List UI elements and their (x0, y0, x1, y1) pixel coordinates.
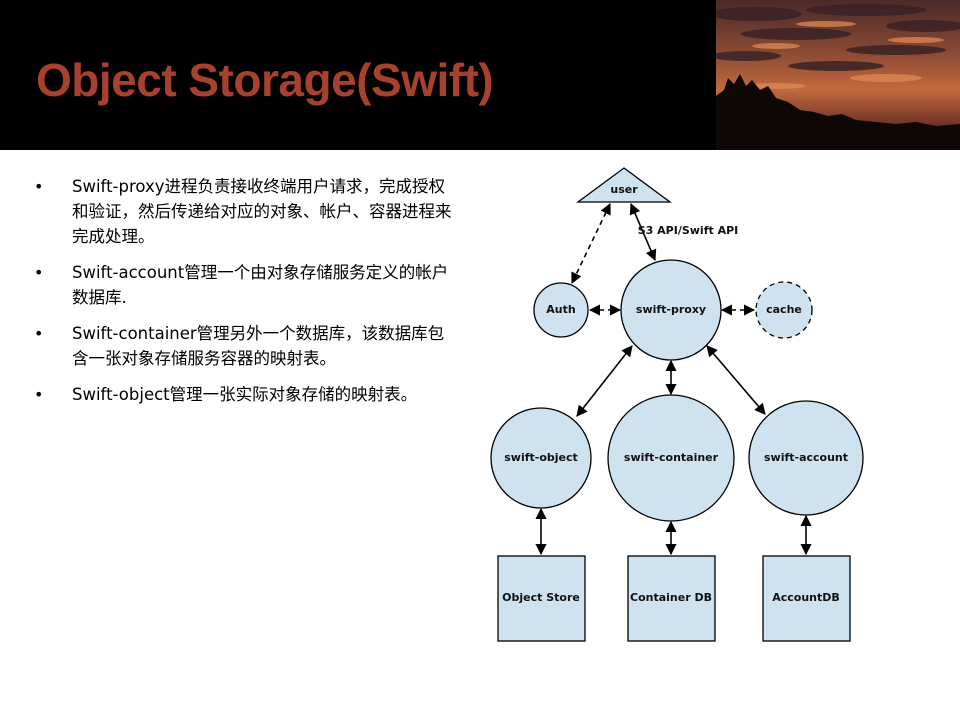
edge-proxy-object (576, 345, 633, 417)
sunset-photo (716, 0, 960, 150)
edge-label-api: S3 API/Swift API (638, 224, 739, 237)
bullet-item: • Swift-account管理一个由对象存储服务定义的帐户数据库. (34, 260, 454, 310)
bullet-item: • Swift-container管理另外一个数据库，该数据库包含一张对象存储服… (34, 321, 454, 371)
container-db-node (627, 555, 716, 642)
container-label: swift-container (624, 451, 719, 464)
object-store-node (497, 555, 586, 642)
bullet-item: • Swift-object管理一张实际对象存储的映射表。 (34, 382, 454, 407)
object-label: swift-object (504, 451, 578, 464)
proxy-label: swift-proxy (636, 303, 706, 316)
slide-title: Object Storage(Swift) (36, 54, 494, 106)
account-node (748, 400, 864, 516)
user-node (576, 167, 672, 203)
auth-label: Auth (546, 303, 575, 316)
object-store-label: Object Store (502, 591, 580, 604)
auth-node (533, 282, 589, 338)
bullet-list: • Swift-proxy进程负责接收终端用户请求，完成授权和验证，然后传递给对… (34, 174, 454, 418)
bullet-marker: • (34, 385, 44, 404)
user-label: user (610, 183, 638, 196)
swift-architecture-diagram: S3 API/Swift API user Auth swift-proxy c… (490, 167, 864, 642)
edge-user-proxy (629, 202, 657, 262)
bullet-text: Swift-proxy进程负责接收终端用户请求，完成授权和验证，然后传递给对应的… (72, 177, 452, 246)
object-node (490, 407, 592, 509)
title-banner: Object Storage(Swift) (0, 0, 960, 150)
proxy-node (620, 259, 722, 361)
bullet-text: Swift-account管理一个由对象存储服务定义的帐户数据库. (72, 263, 449, 307)
edge-proxy-account (706, 345, 766, 415)
bullet-marker: • (34, 263, 44, 282)
account-db-node (762, 555, 851, 642)
bullet-text: Swift-object管理一张实际对象存储的映射表。 (72, 385, 418, 404)
account-db-label: AccountDB (772, 591, 840, 604)
bullet-text: Swift-container管理另外一个数据库，该数据库包含一张对象存储服务容… (72, 324, 445, 368)
bullet-marker: • (34, 177, 44, 196)
bullet-marker: • (34, 324, 44, 343)
bullet-item: • Swift-proxy进程负责接收终端用户请求，完成授权和验证，然后传递给对… (34, 174, 454, 249)
container-node (607, 394, 735, 522)
cache-label: cache (766, 303, 802, 316)
edge-user-auth (571, 202, 611, 285)
cache-node (755, 281, 813, 339)
container-db-label: Container DB (630, 591, 712, 604)
account-label: swift-account (764, 451, 848, 464)
